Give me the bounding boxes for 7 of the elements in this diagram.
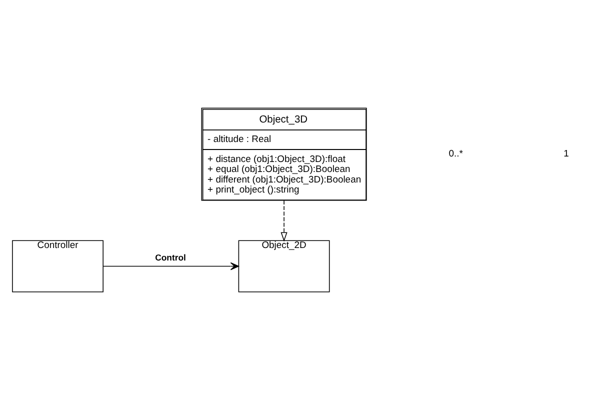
label: 0..* [448,148,464,160]
arrow [102,262,239,270]
node-box: Controller [12,240,104,292]
arrow [280,200,288,242]
edge-label: Control [155,252,186,263]
node-box: Object_2D [238,240,330,292]
label: 1 [564,148,569,160]
